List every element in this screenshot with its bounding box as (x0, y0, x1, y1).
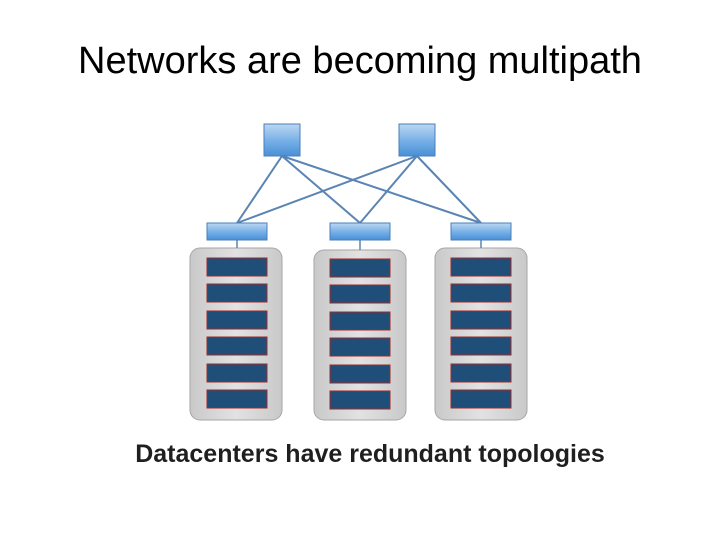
rack-1 (189, 247, 283, 421)
server (206, 283, 268, 303)
slide-title: Networks are becoming multipath (78, 40, 642, 82)
server (450, 389, 512, 409)
server (329, 337, 391, 357)
server (206, 389, 268, 409)
slide-caption: Datacenters have redundant topologies (135, 440, 605, 468)
core-switch-1 (263, 123, 301, 157)
links-layer (236, 155, 482, 224)
server (329, 311, 391, 331)
server (329, 390, 391, 410)
link-core-2-tor-3 (416, 155, 482, 224)
server (450, 283, 512, 303)
rack-3 (434, 247, 528, 421)
tor-switch-3 (450, 222, 512, 241)
server (206, 310, 268, 330)
server (450, 310, 512, 330)
server (329, 364, 391, 384)
server (206, 363, 268, 383)
link-core-1-tor-2 (281, 155, 361, 224)
server (206, 336, 268, 356)
server (329, 258, 391, 278)
tor-switch-1 (206, 222, 268, 241)
server (450, 336, 512, 356)
tor-switch-2 (329, 222, 391, 241)
link-core-2-tor-1 (236, 155, 418, 224)
server (206, 257, 268, 277)
link-core-2-tor-2 (359, 155, 418, 224)
link-core-1-tor-3 (281, 155, 482, 224)
rack-2 (313, 249, 407, 421)
server (450, 257, 512, 277)
core-switch-2 (398, 123, 436, 157)
server (450, 363, 512, 383)
server (329, 284, 391, 304)
link-core-1-tor-1 (236, 155, 283, 224)
